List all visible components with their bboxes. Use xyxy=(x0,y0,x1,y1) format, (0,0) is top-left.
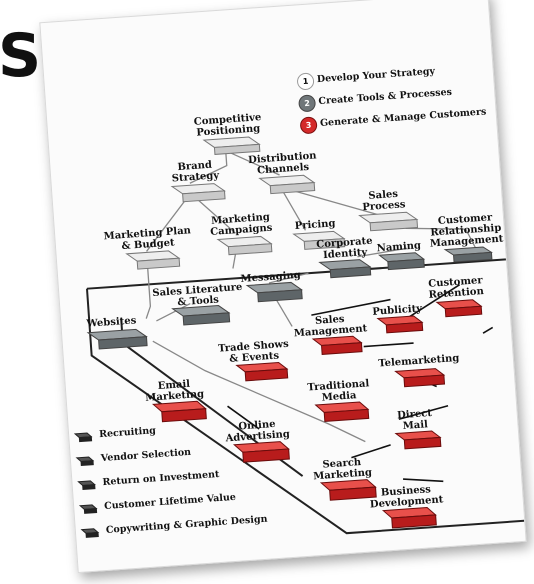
distribution-box xyxy=(258,174,316,195)
retention-box xyxy=(435,299,483,318)
red-connector xyxy=(406,284,461,320)
crm-box xyxy=(443,246,493,263)
websites-box xyxy=(86,328,148,350)
connector xyxy=(156,302,191,322)
sales-lit-box xyxy=(171,305,231,326)
outline-path-2 xyxy=(86,258,507,290)
partial-heading-letter: S xyxy=(0,21,42,91)
secondary-marker xyxy=(78,504,98,514)
connector xyxy=(152,340,366,443)
secondary-markers xyxy=(73,432,100,538)
connector xyxy=(145,256,152,319)
direct-mail-box xyxy=(394,430,442,450)
search-box xyxy=(319,479,377,501)
connector xyxy=(405,227,478,252)
secondary-marker xyxy=(75,456,95,467)
red-connector xyxy=(227,405,260,430)
node-traditional-media: Traditional Media xyxy=(307,378,370,404)
strategy-boxes xyxy=(125,136,419,270)
node-marketing-campaigns: Marketing Campaigns xyxy=(209,211,273,238)
tools-boxes xyxy=(86,246,493,350)
connector xyxy=(146,192,192,252)
customer-boxes xyxy=(151,299,483,529)
sales-process-box xyxy=(358,211,419,232)
marketing-diagram-page: 1 Develop Your Strategy 2 Create Tools &… xyxy=(39,0,527,574)
trade-shows-box xyxy=(235,361,289,382)
traditional-box xyxy=(314,401,370,422)
node-online-advertising: Online Advertising xyxy=(225,418,291,445)
node-brand-strategy: Brand Strategy xyxy=(171,159,220,185)
node-direct-mail: Direct Mail xyxy=(396,407,433,432)
node-customer-retention: Customer Retention xyxy=(427,275,485,301)
node-email-marketing: Email Marketing xyxy=(145,378,205,404)
diagram-connectors xyxy=(73,136,525,538)
secondary-marker xyxy=(73,432,93,443)
naming-box xyxy=(378,252,426,271)
secondary-marker xyxy=(77,480,96,490)
sales-mgmt-box xyxy=(311,335,363,355)
connector xyxy=(279,186,307,231)
red-connector xyxy=(311,298,391,316)
telemarketing-box xyxy=(394,368,446,388)
red-connector xyxy=(351,444,391,459)
corporate-box xyxy=(318,259,372,279)
marketing-plan-box xyxy=(125,250,181,270)
business-dev-box xyxy=(381,506,437,529)
red-connector xyxy=(398,405,449,421)
red-connector xyxy=(363,342,414,348)
messaging-box xyxy=(245,281,304,303)
campaigns-box xyxy=(216,235,273,256)
secondary-marker xyxy=(80,528,100,538)
node-search-marketing: Search Marketing xyxy=(312,457,373,483)
publicity-box xyxy=(376,315,424,334)
connector xyxy=(225,150,280,176)
connector xyxy=(357,247,408,258)
email-box xyxy=(151,400,207,423)
node-sales-process: Sales Process xyxy=(362,188,406,214)
competitive-box xyxy=(202,136,261,155)
brand-box xyxy=(170,183,226,203)
node-competitive-positioning: Competitive Positioning xyxy=(193,112,262,139)
node-crm: Customer Relationship Management xyxy=(429,212,504,250)
connector xyxy=(268,272,309,284)
node-corporate-identity: Corporate Identity xyxy=(315,235,373,262)
red-connector xyxy=(482,326,494,334)
online-box xyxy=(232,441,290,463)
outline-path xyxy=(85,288,525,535)
pricing-box xyxy=(292,230,346,250)
red-connector xyxy=(402,478,444,483)
